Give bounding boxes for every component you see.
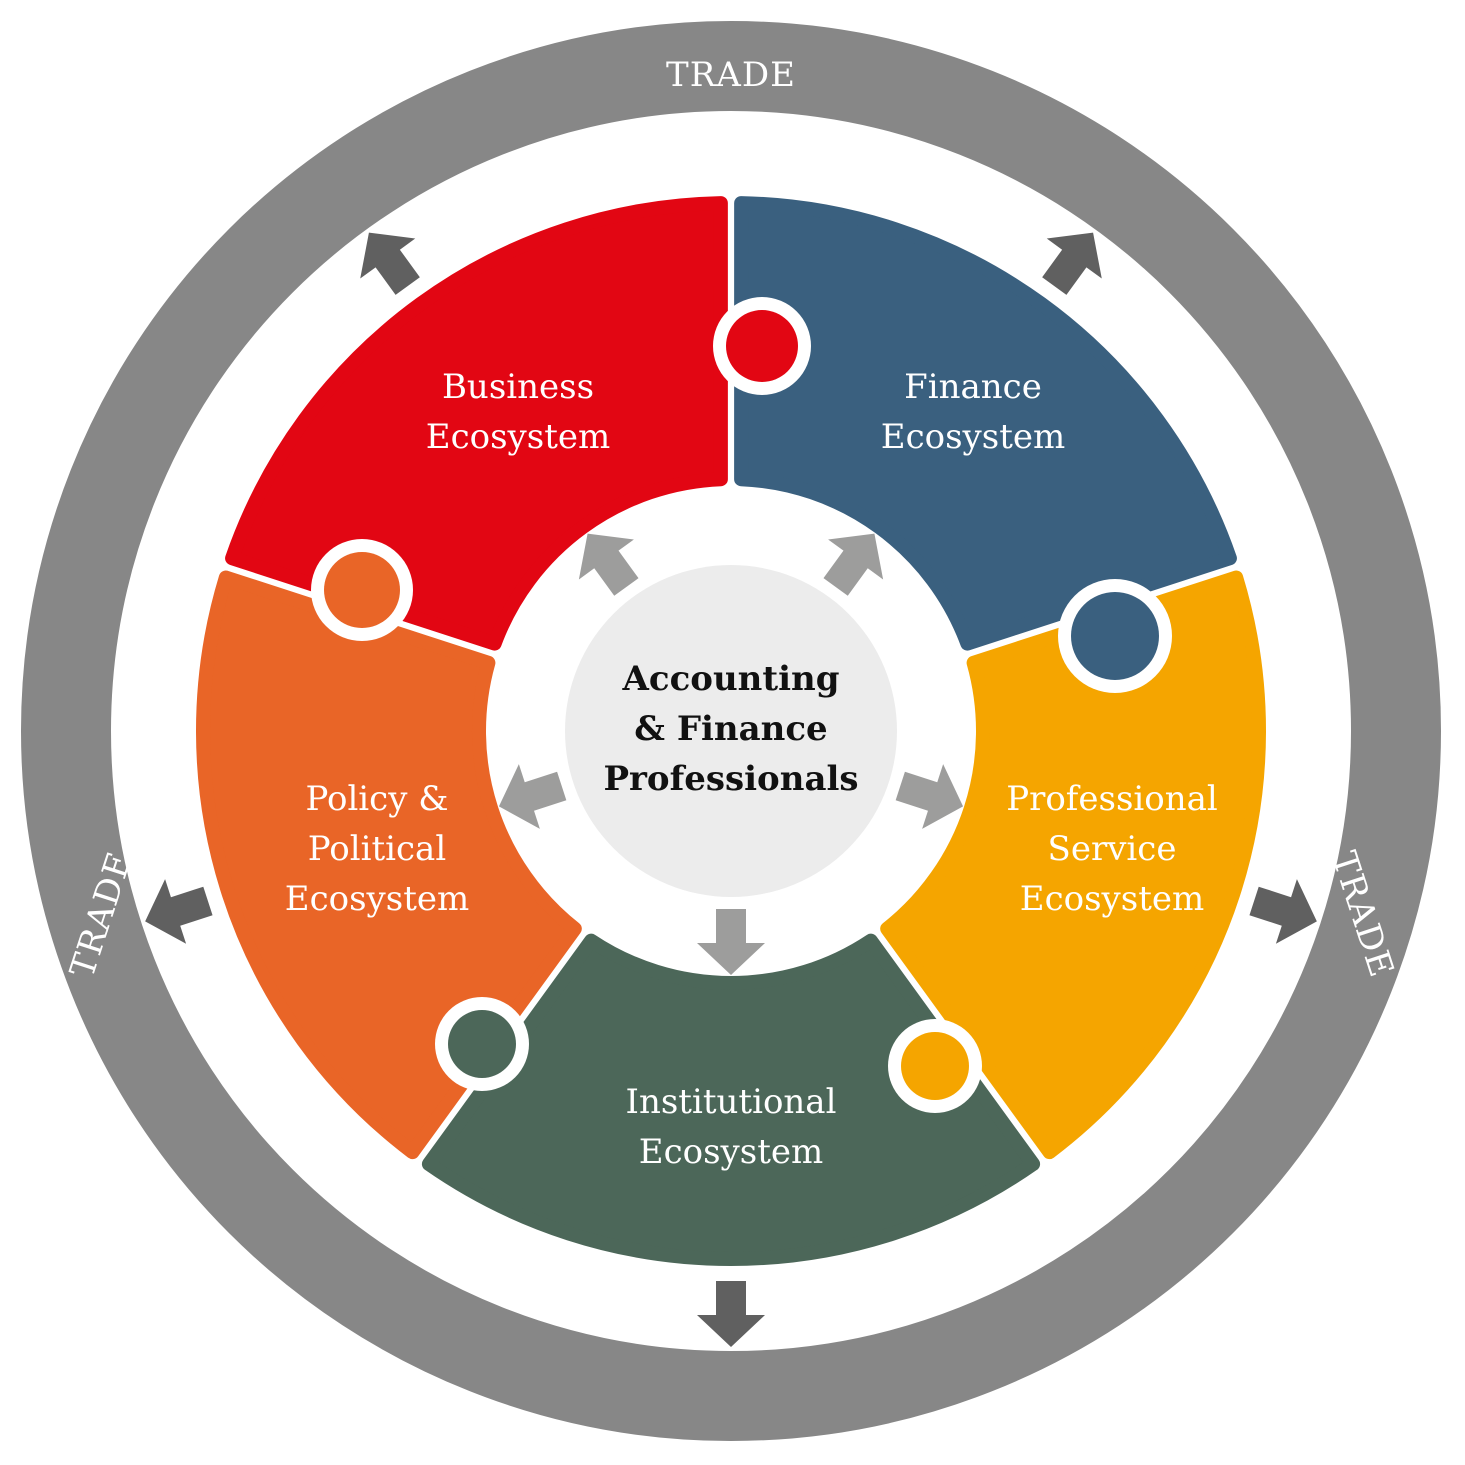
policy-line-1: Policy & (305, 779, 448, 819)
professional-label: Professional Service Ecosystem (1006, 779, 1218, 919)
finance-knob (1071, 592, 1159, 680)
trade-ring (21, 21, 1441, 1441)
professional-ecosystem-piece (880, 570, 1266, 1160)
finance-line-1: Finance (904, 367, 1042, 407)
outer-arrow-icon (1042, 232, 1102, 295)
finance-line-2: Ecosystem (881, 417, 1065, 457)
outer-arrow-icon (697, 1281, 765, 1347)
institutional-knob (448, 1010, 516, 1078)
institutional-line-1: Institutional (626, 1082, 837, 1122)
puzzle-knobs (311, 297, 1172, 1113)
center-line-2: & Finance (634, 709, 827, 749)
outer-arrow-icon (145, 879, 213, 944)
business-knob (726, 310, 798, 382)
inner-arrow-icon (498, 764, 567, 829)
finance-ecosystem-piece (734, 196, 1237, 651)
finance-label: Finance Ecosystem (881, 367, 1065, 457)
center-circle (565, 565, 897, 897)
business-ecosystem-piece (225, 196, 728, 651)
arrows (145, 232, 1317, 1347)
policy-label: Policy & Political Ecosystem (285, 779, 469, 919)
center-label: Accounting & Finance Professionals (603, 659, 858, 799)
policy-knob (324, 552, 400, 628)
institutional-label: Institutional Ecosystem (626, 1082, 837, 1172)
policy-line-3: Ecosystem (285, 879, 469, 919)
outer-arrow-icon (360, 232, 420, 295)
inner-arrow-icon (697, 909, 765, 975)
business-line-1: Business (442, 367, 594, 407)
institutional-line-2: Ecosystem (639, 1132, 823, 1172)
professional-line-2: Service (1048, 829, 1177, 869)
center-line-3: Professionals (603, 759, 858, 799)
trade-label-top: TRADE (666, 55, 796, 95)
policy-line-2: Political (308, 829, 446, 869)
outer-arrow-icon (1249, 879, 1317, 944)
business-label: Business Ecosystem (426, 367, 610, 457)
inner-arrow-icon (895, 764, 964, 829)
institutional-ecosystem-piece (421, 933, 1041, 1266)
center-line-1: Accounting (621, 659, 839, 699)
inner-arrow-icon (578, 533, 639, 596)
puzzle-pieces (196, 196, 1266, 1266)
professional-line-3: Ecosystem (1020, 879, 1204, 919)
professional-knob (901, 1032, 969, 1100)
professional-line-1: Professional (1006, 779, 1218, 819)
inner-arrow-icon (823, 533, 884, 596)
business-line-2: Ecosystem (426, 417, 610, 457)
